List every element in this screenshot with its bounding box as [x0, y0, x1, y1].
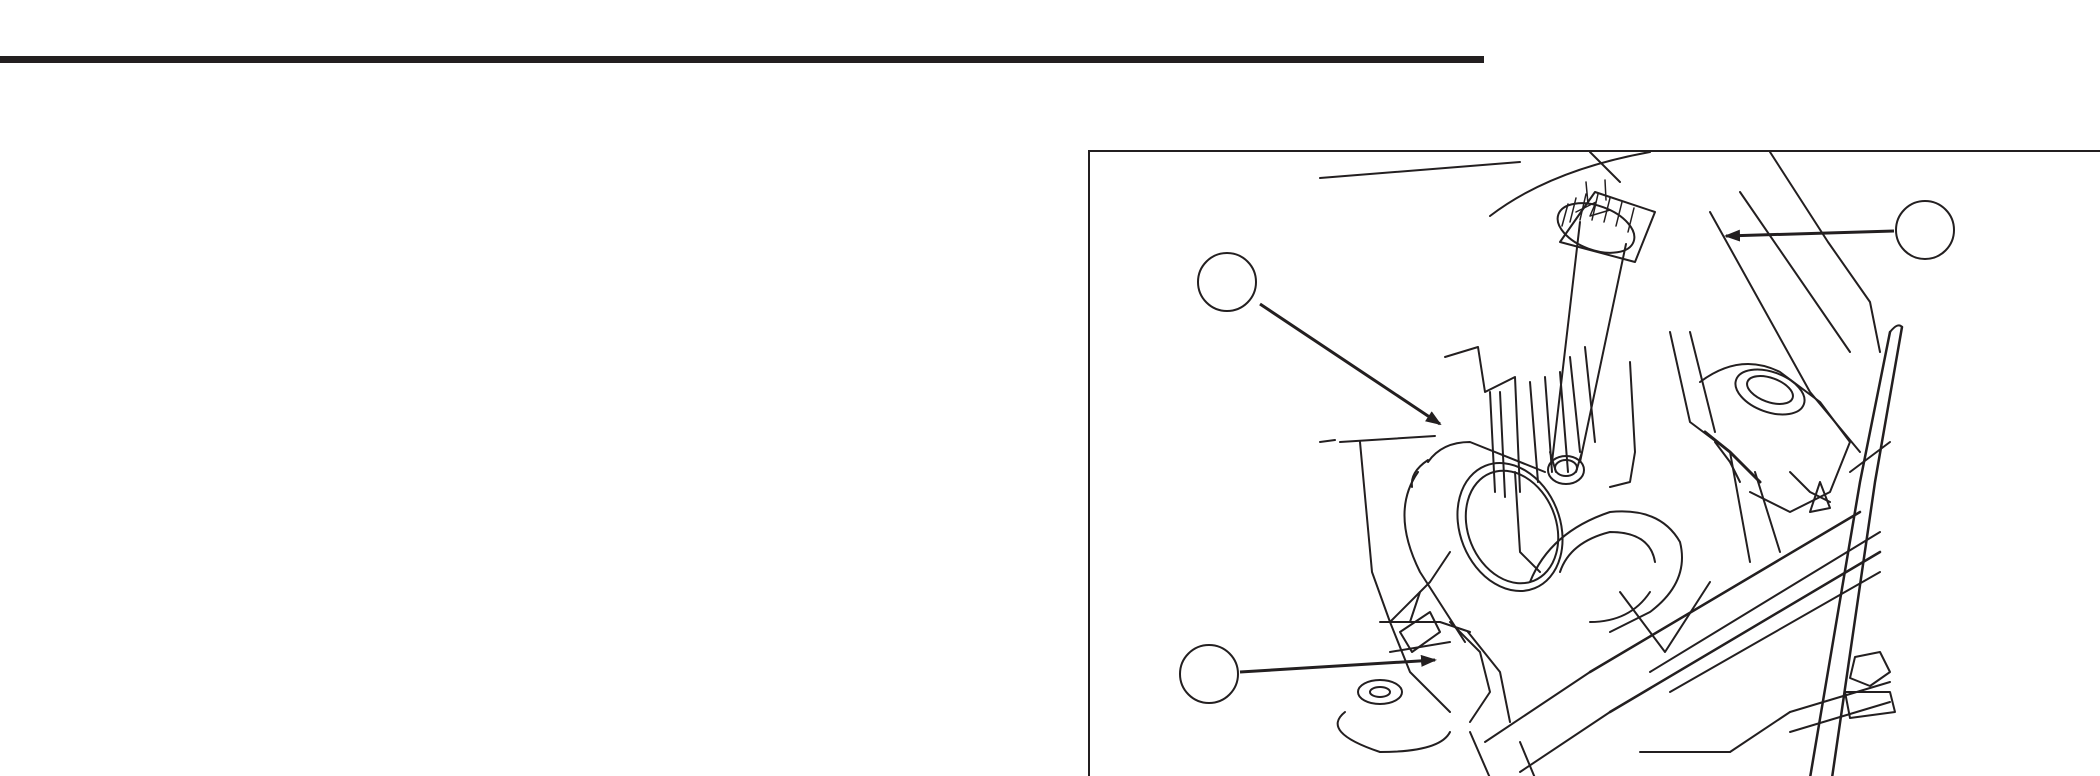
callout-circle-3	[1179, 644, 1239, 704]
callout-circle-2	[1197, 252, 1257, 312]
callout-circle-1	[1895, 200, 1955, 260]
leader-line-drain-hose	[1239, 654, 1437, 674]
engine-line-drawing	[1179, 152, 1955, 776]
leader-line-filler-cap	[1724, 229, 1895, 242]
text-column	[0, 150, 1060, 770]
leader-line-oil-filter	[1259, 302, 1442, 426]
header-rule	[0, 56, 1484, 63]
engine-illustration	[1088, 150, 2100, 776]
